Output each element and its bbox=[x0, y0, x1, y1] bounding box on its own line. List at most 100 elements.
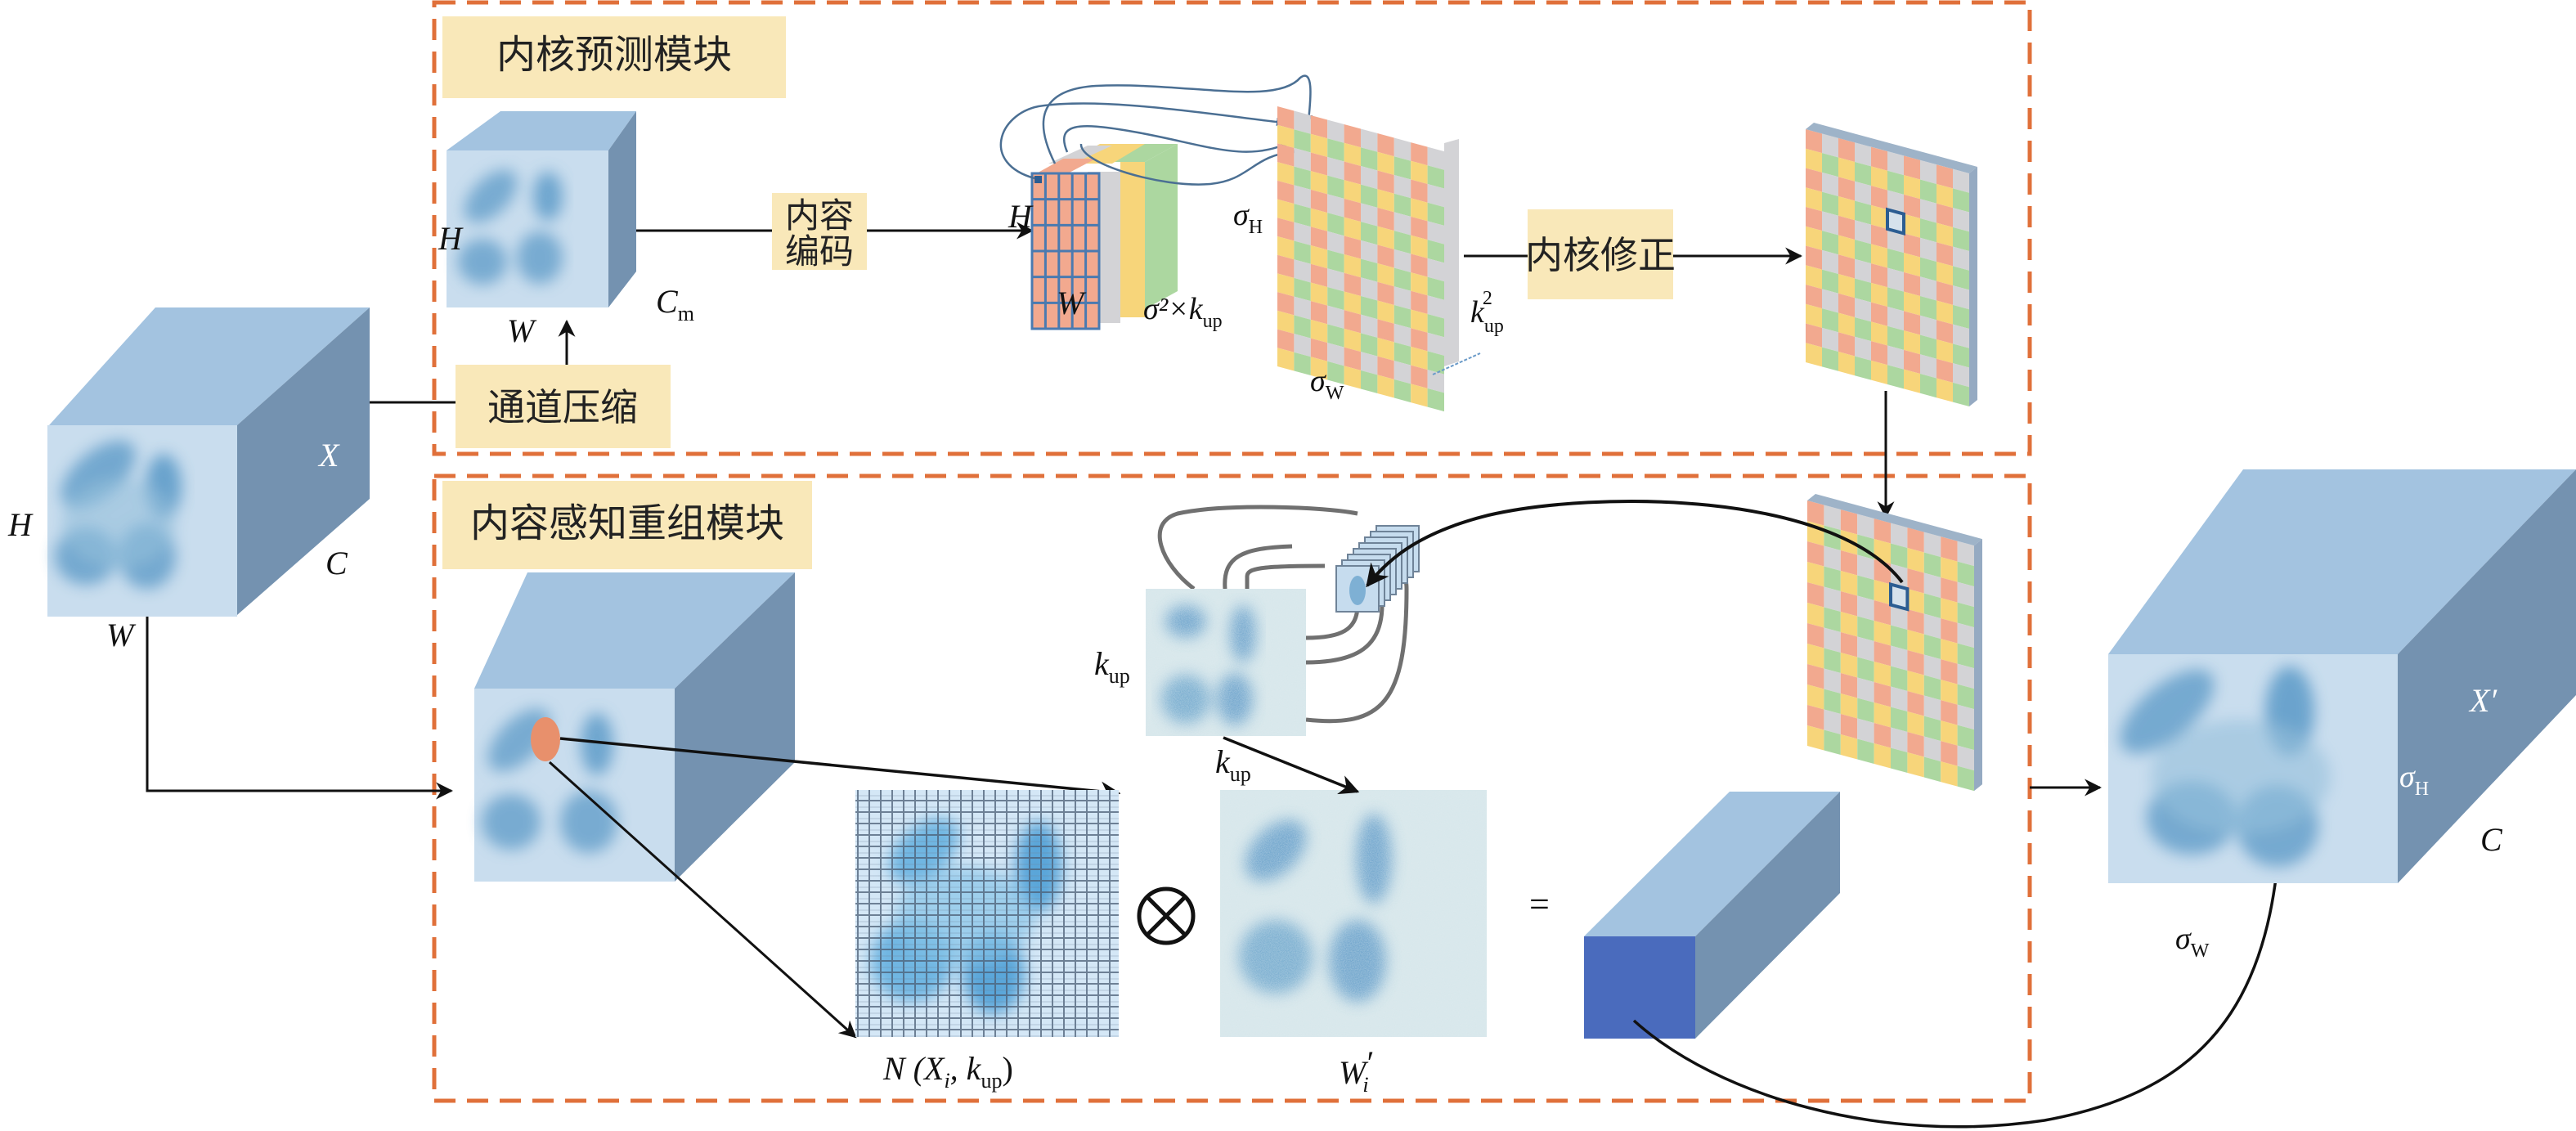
kernel-map-cell bbox=[1806, 129, 1822, 154]
kernel-map-cell bbox=[1310, 133, 1328, 157]
kernel-map-cell bbox=[1957, 541, 1974, 567]
kernel-map-cell bbox=[1904, 253, 1920, 277]
kernel-map-cell bbox=[1824, 729, 1841, 756]
content-encode-box: 内容 编码 bbox=[772, 193, 867, 272]
kernel-map-cell bbox=[1377, 133, 1394, 157]
output-sigma-w-label: σW bbox=[2175, 922, 2210, 962]
kernel-map-cell bbox=[1310, 152, 1328, 176]
content-reassembly-title-text: 内容感知重组模块 bbox=[470, 500, 784, 546]
kup-vertical-label: kup bbox=[1094, 645, 1130, 688]
kernel-map-cell bbox=[1936, 320, 1953, 344]
kernel-map-cell bbox=[1294, 352, 1311, 376]
kernel-map-cell bbox=[1411, 272, 1428, 296]
kernel-map-cell bbox=[1904, 291, 1920, 316]
content-encode-text-2: 编码 bbox=[785, 231, 854, 272]
highlighted-kernel-cell bbox=[1886, 207, 1905, 236]
kernel-map-cell bbox=[1923, 756, 1941, 783]
highlighted-kernel-cell bbox=[1889, 581, 1910, 612]
kernel-map-cell bbox=[1874, 621, 1891, 646]
kernel-map-cell bbox=[1807, 500, 1824, 526]
kernel-map-cell bbox=[1824, 545, 1841, 572]
reassembly-input-cube bbox=[474, 572, 795, 882]
kernel-map-cell bbox=[1427, 351, 1444, 375]
kernel-map-cell bbox=[1953, 246, 1969, 271]
kernel-map-cell bbox=[1840, 632, 1858, 658]
kernel-map-cell bbox=[1891, 727, 1908, 753]
kernel-map-cell bbox=[1904, 155, 1920, 180]
kernel-map-cell bbox=[1807, 623, 1824, 649]
kernel-map-cell bbox=[1855, 220, 1871, 245]
input-c-label: C bbox=[325, 545, 348, 581]
kernel-map-cell bbox=[1361, 128, 1378, 152]
kernel-map-cell bbox=[1855, 298, 1871, 322]
kernel-map-cell bbox=[1411, 216, 1428, 240]
kernel-map-cell bbox=[1904, 272, 1920, 297]
compressed-c-label: Cm bbox=[656, 283, 694, 325]
kernel-map-cell bbox=[1277, 124, 1295, 148]
kernel-map-cell bbox=[1344, 254, 1361, 278]
kernel-map-cell bbox=[1427, 332, 1444, 356]
kernel-map-cell bbox=[1923, 675, 1941, 701]
kernel-map-cell bbox=[1344, 124, 1361, 148]
sigma-h-label: σH bbox=[1233, 198, 1263, 238]
kernel-map-cell bbox=[1957, 765, 1974, 792]
kernel-map-cell bbox=[1393, 249, 1411, 273]
kernel-map-cell bbox=[1822, 249, 1838, 275]
kernel-map-cell bbox=[1936, 358, 1953, 383]
kernel-map-cell bbox=[1377, 356, 1394, 379]
kernel-correct-text: 内核修正 bbox=[1525, 233, 1676, 277]
kernel-map-cell bbox=[1953, 188, 1969, 213]
kernel-map-cell bbox=[1953, 304, 1969, 329]
kernel-map-cell bbox=[1427, 146, 1444, 170]
kernel-map-cell bbox=[1838, 293, 1855, 317]
input-to-reassembly-arrow bbox=[146, 617, 454, 800]
kernel-map-cell bbox=[1344, 142, 1361, 166]
kernel-map-cell bbox=[1824, 627, 1841, 653]
kernel-map-cell bbox=[1936, 242, 1953, 267]
kernel-map-cell bbox=[1807, 562, 1824, 587]
kernel-map-cell bbox=[1840, 673, 1858, 698]
kernel-map-cell bbox=[1344, 180, 1361, 204]
kernel-map-cell bbox=[1361, 352, 1378, 375]
kernel-map-cell bbox=[1361, 295, 1378, 320]
kernel-map-cell bbox=[1871, 341, 1887, 366]
kernel-map-cell bbox=[1920, 276, 1936, 301]
kernel-map-cell bbox=[1953, 266, 1969, 290]
kernel-map-cell bbox=[1377, 151, 1394, 175]
kernel-map-cell bbox=[1957, 561, 1974, 587]
kernel-map-cell bbox=[1344, 161, 1361, 185]
kernel-map-cell bbox=[1874, 743, 1891, 769]
kernel-map-cell bbox=[1953, 343, 1969, 368]
kernel-map-cell bbox=[1941, 598, 1958, 623]
kernel-map-cell bbox=[1822, 347, 1838, 371]
kernel-map-cell bbox=[1907, 568, 1924, 594]
kernel-map-cell bbox=[1824, 648, 1841, 674]
channel-compress-text: 通道压缩 bbox=[487, 385, 638, 429]
kernel-map-cell bbox=[1361, 258, 1378, 282]
kernel-map-edge bbox=[1974, 539, 1982, 792]
kernel-map-cell bbox=[1427, 314, 1444, 338]
kernel-map-cell bbox=[1907, 732, 1924, 757]
kernel-map-cell bbox=[1920, 218, 1936, 243]
kernel-map-cell bbox=[1941, 741, 1958, 766]
kernel-map-cell bbox=[1838, 196, 1855, 221]
kernel-map-cell bbox=[1923, 572, 1941, 599]
neighborhood-patch bbox=[855, 790, 1119, 1037]
kernel-map-cell bbox=[1361, 277, 1378, 301]
kernel-map-cell bbox=[1822, 172, 1838, 197]
kernel-map-cell bbox=[1920, 334, 1936, 359]
kernel-map-cell bbox=[1953, 363, 1969, 388]
kernel-map-cell bbox=[1941, 577, 1958, 603]
kernel-map-cell bbox=[1822, 133, 1838, 158]
kernel-map-cell bbox=[1344, 272, 1361, 296]
kernel-map-cell bbox=[1361, 314, 1378, 338]
kernel-map-cell bbox=[1891, 523, 1908, 549]
convolution-operator-icon bbox=[1137, 886, 1196, 945]
kernel-map-cell bbox=[1361, 222, 1378, 245]
kernel-map-edge bbox=[1807, 494, 1982, 546]
kernel-map-cell bbox=[1327, 268, 1344, 292]
kernel-map-cell bbox=[1871, 224, 1887, 249]
kernel-map-cell bbox=[1871, 263, 1887, 288]
kernel-map-cell bbox=[1822, 308, 1838, 333]
kernel-map-cell bbox=[1871, 244, 1887, 268]
